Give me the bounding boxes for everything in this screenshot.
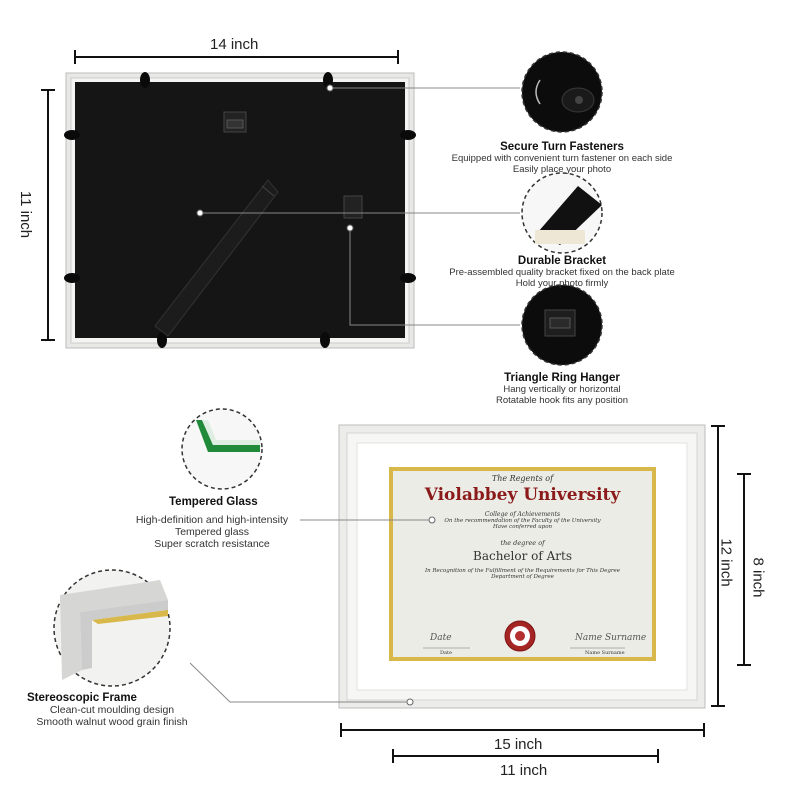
- certificate: The Regents of Violabbey University Coll…: [393, 474, 652, 580]
- feature-line: Rotatable hook fits any position: [495, 395, 629, 406]
- cert-name-script: Name Surname: [575, 633, 647, 643]
- feature-bracket: Durable Bracket Pre-assembled quality br…: [432, 255, 692, 289]
- feature-title: Durable Bracket: [517, 255, 607, 267]
- cert-university: Violabbey University: [424, 485, 621, 505]
- cert-college: College of Achievements: [484, 511, 561, 518]
- feature-line: Easily place your photo: [512, 164, 612, 175]
- feature-line: Hang vertically or horizontal: [503, 384, 621, 395]
- feature-title: Triangle Ring Hanger: [504, 372, 620, 384]
- feature-hanger: Triangle Ring Hanger Hang vertically or …: [432, 372, 692, 406]
- feature-line: Clean-cut moulding design: [49, 704, 175, 716]
- feature-frame: Stereoscopic Frame Clean-cut moulding de…: [12, 692, 212, 728]
- cert-date-label: Date: [440, 650, 452, 656]
- front-height-outer-label: 12 inch: [717, 538, 735, 587]
- cert-header: The Regents of: [491, 474, 554, 483]
- feature-line: Equipped with convenient turn fastener o…: [451, 153, 673, 164]
- back-width-label: 14 inch: [210, 36, 259, 53]
- feature-turn-fasteners: Secure Turn Fasteners Equipped with conv…: [432, 141, 692, 175]
- feature-title: Tempered Glass: [169, 496, 258, 508]
- feature-line: Tempered glass: [174, 526, 250, 538]
- front-width-inner-label: 11 inch: [500, 762, 548, 779]
- feature-title: Stereoscopic Frame: [27, 692, 137, 704]
- feature-glass: Tempered Glass High-definition and high-…: [112, 496, 312, 550]
- cert-conferred: Have conferred upon: [492, 524, 553, 530]
- cert-department: Department of Degree: [491, 574, 554, 580]
- back-height-label: 11 inch: [17, 190, 35, 239]
- feature-title: Secure Turn Fasteners: [500, 141, 624, 153]
- feature-line: High-definition and high-intensity: [135, 514, 289, 526]
- feature-line: Super scratch resistance: [154, 538, 270, 550]
- cert-recognition: In Recognition of the Fulfillment of the…: [424, 568, 621, 574]
- feature-line: Pre-assembled quality bracket fixed on t…: [449, 267, 675, 278]
- cert-date-script: Date: [430, 633, 452, 643]
- cert-degree-of: the degree of: [500, 539, 545, 547]
- feature-line: Hold your photo firmly: [515, 278, 609, 289]
- cert-degree: Bachelor of Arts: [473, 549, 572, 563]
- feature-line: Smooth walnut wood grain finish: [36, 716, 188, 728]
- front-width-outer-label: 15 inch: [494, 736, 543, 753]
- cert-recommendation: On the recommendation of the Faculty of …: [444, 518, 601, 524]
- cert-name-label: Name Surname: [585, 650, 625, 656]
- front-height-inner-label: 8 inch: [749, 557, 767, 598]
